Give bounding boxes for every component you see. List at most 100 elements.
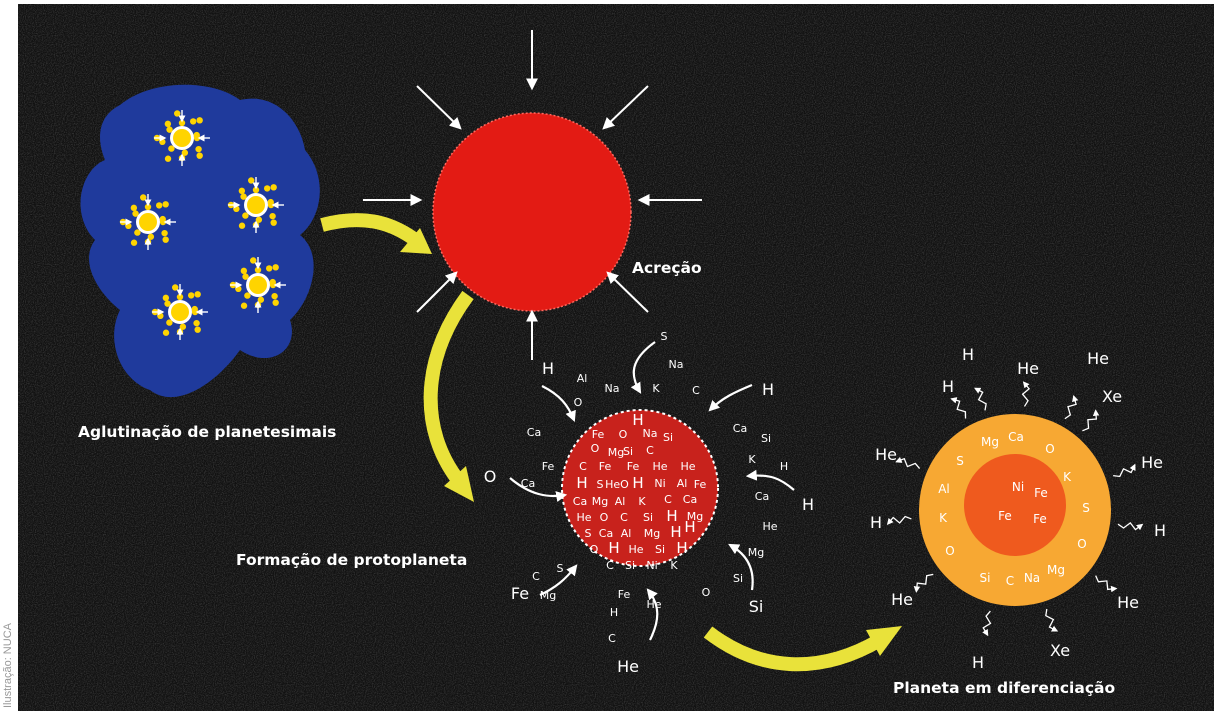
protoplanet-element: Mg xyxy=(592,495,608,508)
protoplanet-infall-arrows xyxy=(509,341,795,641)
protoplanet-outer-element: S xyxy=(661,330,668,343)
planetesimal-star xyxy=(229,257,286,313)
protoplanet-element: Ca xyxy=(599,527,613,540)
protoplanet-element: HeO xyxy=(605,478,629,491)
mantle-element: S xyxy=(956,454,964,468)
escaping-gas: He xyxy=(875,445,897,464)
protoplanet-outer-element: H xyxy=(780,460,788,473)
mantle-element: S xyxy=(1082,501,1090,515)
protoplanet-element: Ni xyxy=(654,477,665,490)
core-element: Fe xyxy=(998,509,1012,523)
core-element: Ni xyxy=(1012,480,1024,494)
protoplanet-element: Al xyxy=(677,477,688,490)
protoplanet-element: O xyxy=(600,511,609,524)
protoplanet-outer-element: Ca xyxy=(755,490,769,503)
protoplanet-outer-element: K xyxy=(652,382,660,395)
label-protoplaneta: Formação de protoplaneta xyxy=(236,551,467,569)
mantle-element: Mg xyxy=(1047,563,1065,577)
planetesimal-star xyxy=(119,194,176,250)
protoplanet-outer-element: H xyxy=(610,606,618,619)
mantle-element: K xyxy=(939,511,948,525)
escaping-gas: H xyxy=(1154,521,1166,540)
escaping-gas: Xe xyxy=(1102,387,1122,406)
escaping-gas: He xyxy=(1141,453,1163,472)
escaping-gas: He xyxy=(1017,359,1039,378)
protoplanet-element: H xyxy=(608,539,619,557)
protoplanet-element: He xyxy=(652,460,667,473)
core-element: Fe xyxy=(1033,512,1047,526)
protoplanet-element: O xyxy=(619,428,628,441)
protoplanet-sphere xyxy=(561,409,719,567)
yellow-arrow-1 xyxy=(320,213,432,254)
protoplanet-outer-element: Si xyxy=(761,432,771,445)
escaping-gas: H xyxy=(942,377,954,396)
protoplanet-element: Ni xyxy=(646,559,657,572)
illustration-credit: Ilustração: NUCA xyxy=(2,623,14,708)
protoplanet-outer-element: Ca xyxy=(733,422,747,435)
protoplanet-outer-element: H xyxy=(762,380,774,399)
protoplanet-element: Fe xyxy=(592,428,605,441)
protoplanet-element: Si xyxy=(643,511,653,524)
protoplanet-element: C xyxy=(664,493,672,506)
protoplanet-element: H xyxy=(676,539,687,557)
mantle-element: Na xyxy=(1024,571,1040,585)
protoplanet-element: Mg xyxy=(644,527,660,540)
label-acrecao: Acreção xyxy=(632,259,702,277)
planetesimal-star xyxy=(227,177,284,233)
protoplanet-outer-element: K xyxy=(748,453,756,466)
protoplanet-element: C xyxy=(646,444,654,457)
protoplanet-outer-element: Al xyxy=(577,372,588,385)
escaping-gas: He xyxy=(1087,349,1109,368)
protoplanet-element: Si xyxy=(655,543,665,556)
protoplanet-element: K xyxy=(638,495,646,508)
escaping-gas: H xyxy=(962,345,974,364)
protoplanet-element: K xyxy=(670,559,678,572)
protoplanet-outer-element: He xyxy=(617,657,639,676)
protoplanet-element: S xyxy=(585,527,592,540)
protoplanet-element: H xyxy=(632,474,643,492)
escaping-gas: Xe xyxy=(1050,641,1070,660)
protoplanet-element: H xyxy=(632,411,643,429)
protoplanet-element: S xyxy=(597,478,604,491)
mantle-element: K xyxy=(1063,470,1072,484)
protoplanet-outer-element: H xyxy=(802,495,814,514)
protoplanet-element: Mg xyxy=(687,510,703,523)
mantle-element: Al xyxy=(938,482,950,496)
accretion-sphere xyxy=(432,112,632,312)
protoplanet-outer-element: Na xyxy=(669,358,684,371)
protoplanet-outer-element: C xyxy=(532,570,540,583)
protoplanet-element: H xyxy=(670,523,681,541)
protoplanet-outer-element: Fe xyxy=(542,460,555,473)
protoplanet-element: He xyxy=(628,543,643,556)
protoplanet-outer-element: Mg xyxy=(748,546,764,559)
protoplanet-element: Fe xyxy=(599,460,612,473)
protoplanet-element: Si xyxy=(625,559,635,572)
escaping-gas: He xyxy=(891,590,913,609)
mantle-element: O xyxy=(1045,442,1054,456)
protoplanet-outer-element: He xyxy=(646,598,661,611)
protoplanet-element: Ca xyxy=(573,495,587,508)
mantle-element: C xyxy=(1006,574,1014,588)
protoplanet-element: H xyxy=(666,507,677,525)
escaping-gas: H xyxy=(972,653,984,672)
core-element: Fe xyxy=(1034,486,1048,500)
planetesimal-cloud xyxy=(80,84,320,398)
protoplanet-outer-element: Si xyxy=(749,597,764,616)
protoplanet-outer-element: O xyxy=(702,586,711,599)
protoplanet-element: C xyxy=(620,511,628,524)
mantle-element: Si xyxy=(980,571,991,585)
protoplanet-outer-element: C xyxy=(608,632,616,645)
protoplanet-element: Fe xyxy=(694,478,707,491)
protoplanet-outer-element: S xyxy=(557,562,564,575)
protoplanet-element: Si xyxy=(623,445,633,458)
protoplanet-element: H xyxy=(576,474,587,492)
protoplanet-element: Al xyxy=(621,527,632,540)
mantle-element: O xyxy=(1077,537,1086,551)
label-diferenciacao: Planeta em diferenciação xyxy=(893,679,1115,697)
protoplanet-outer-element: He xyxy=(762,520,777,533)
